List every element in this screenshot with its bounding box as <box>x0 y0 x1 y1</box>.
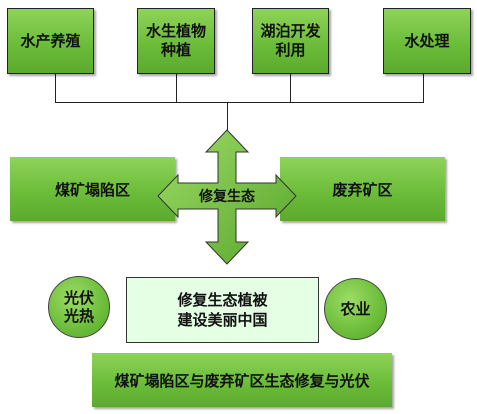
circle-label: 光伏光热 <box>63 289 94 325</box>
arrow-label: 修复生态 <box>199 189 255 205</box>
bottom-banner-label: 煤矿塌陷区与废弃矿区生态修复与光伏 <box>114 371 370 390</box>
connector-drop-3 <box>290 74 291 103</box>
connector-drop-4 <box>423 74 424 103</box>
top-box-aquatic-plants: 水生植物种植 <box>137 8 215 74</box>
top-box-lake-development: 湖泊开发利用 <box>252 8 329 74</box>
circle-agriculture: 农业 <box>324 278 387 340</box>
top-box-label: 水生植物种植 <box>146 22 207 59</box>
top-box-aquaculture: 水产养殖 <box>7 8 94 74</box>
zone-box-abandoned-mine: 废弃矿区 <box>280 157 445 221</box>
center-goal-box: 修复生态植被 建设美丽中国 <box>126 277 319 343</box>
top-box-label: 湖泊开发利用 <box>260 22 321 59</box>
zone-label: 煤矿塌陷区 <box>54 180 130 199</box>
bottom-banner: 煤矿塌陷区与废弃矿区生态修复与光伏 <box>92 353 392 407</box>
top-box-label: 水处理 <box>404 31 450 50</box>
center-goal-line-1: 修复生态植被 <box>177 291 268 309</box>
circle-photovoltaic: 光伏光热 <box>48 276 110 338</box>
connector-center-stem <box>227 102 228 132</box>
zone-label: 废弃矿区 <box>332 180 393 199</box>
top-box-label: 水产养殖 <box>20 31 81 50</box>
center-goal-line-2: 建设美丽中国 <box>177 311 268 329</box>
connector-horizontal <box>55 102 424 103</box>
connector-drop-1 <box>55 74 56 103</box>
top-box-water-treatment: 水处理 <box>383 8 471 74</box>
circle-label: 农业 <box>340 300 371 318</box>
zone-box-subsidence: 煤矿塌陷区 <box>10 157 175 221</box>
connector-drop-2 <box>176 74 177 103</box>
